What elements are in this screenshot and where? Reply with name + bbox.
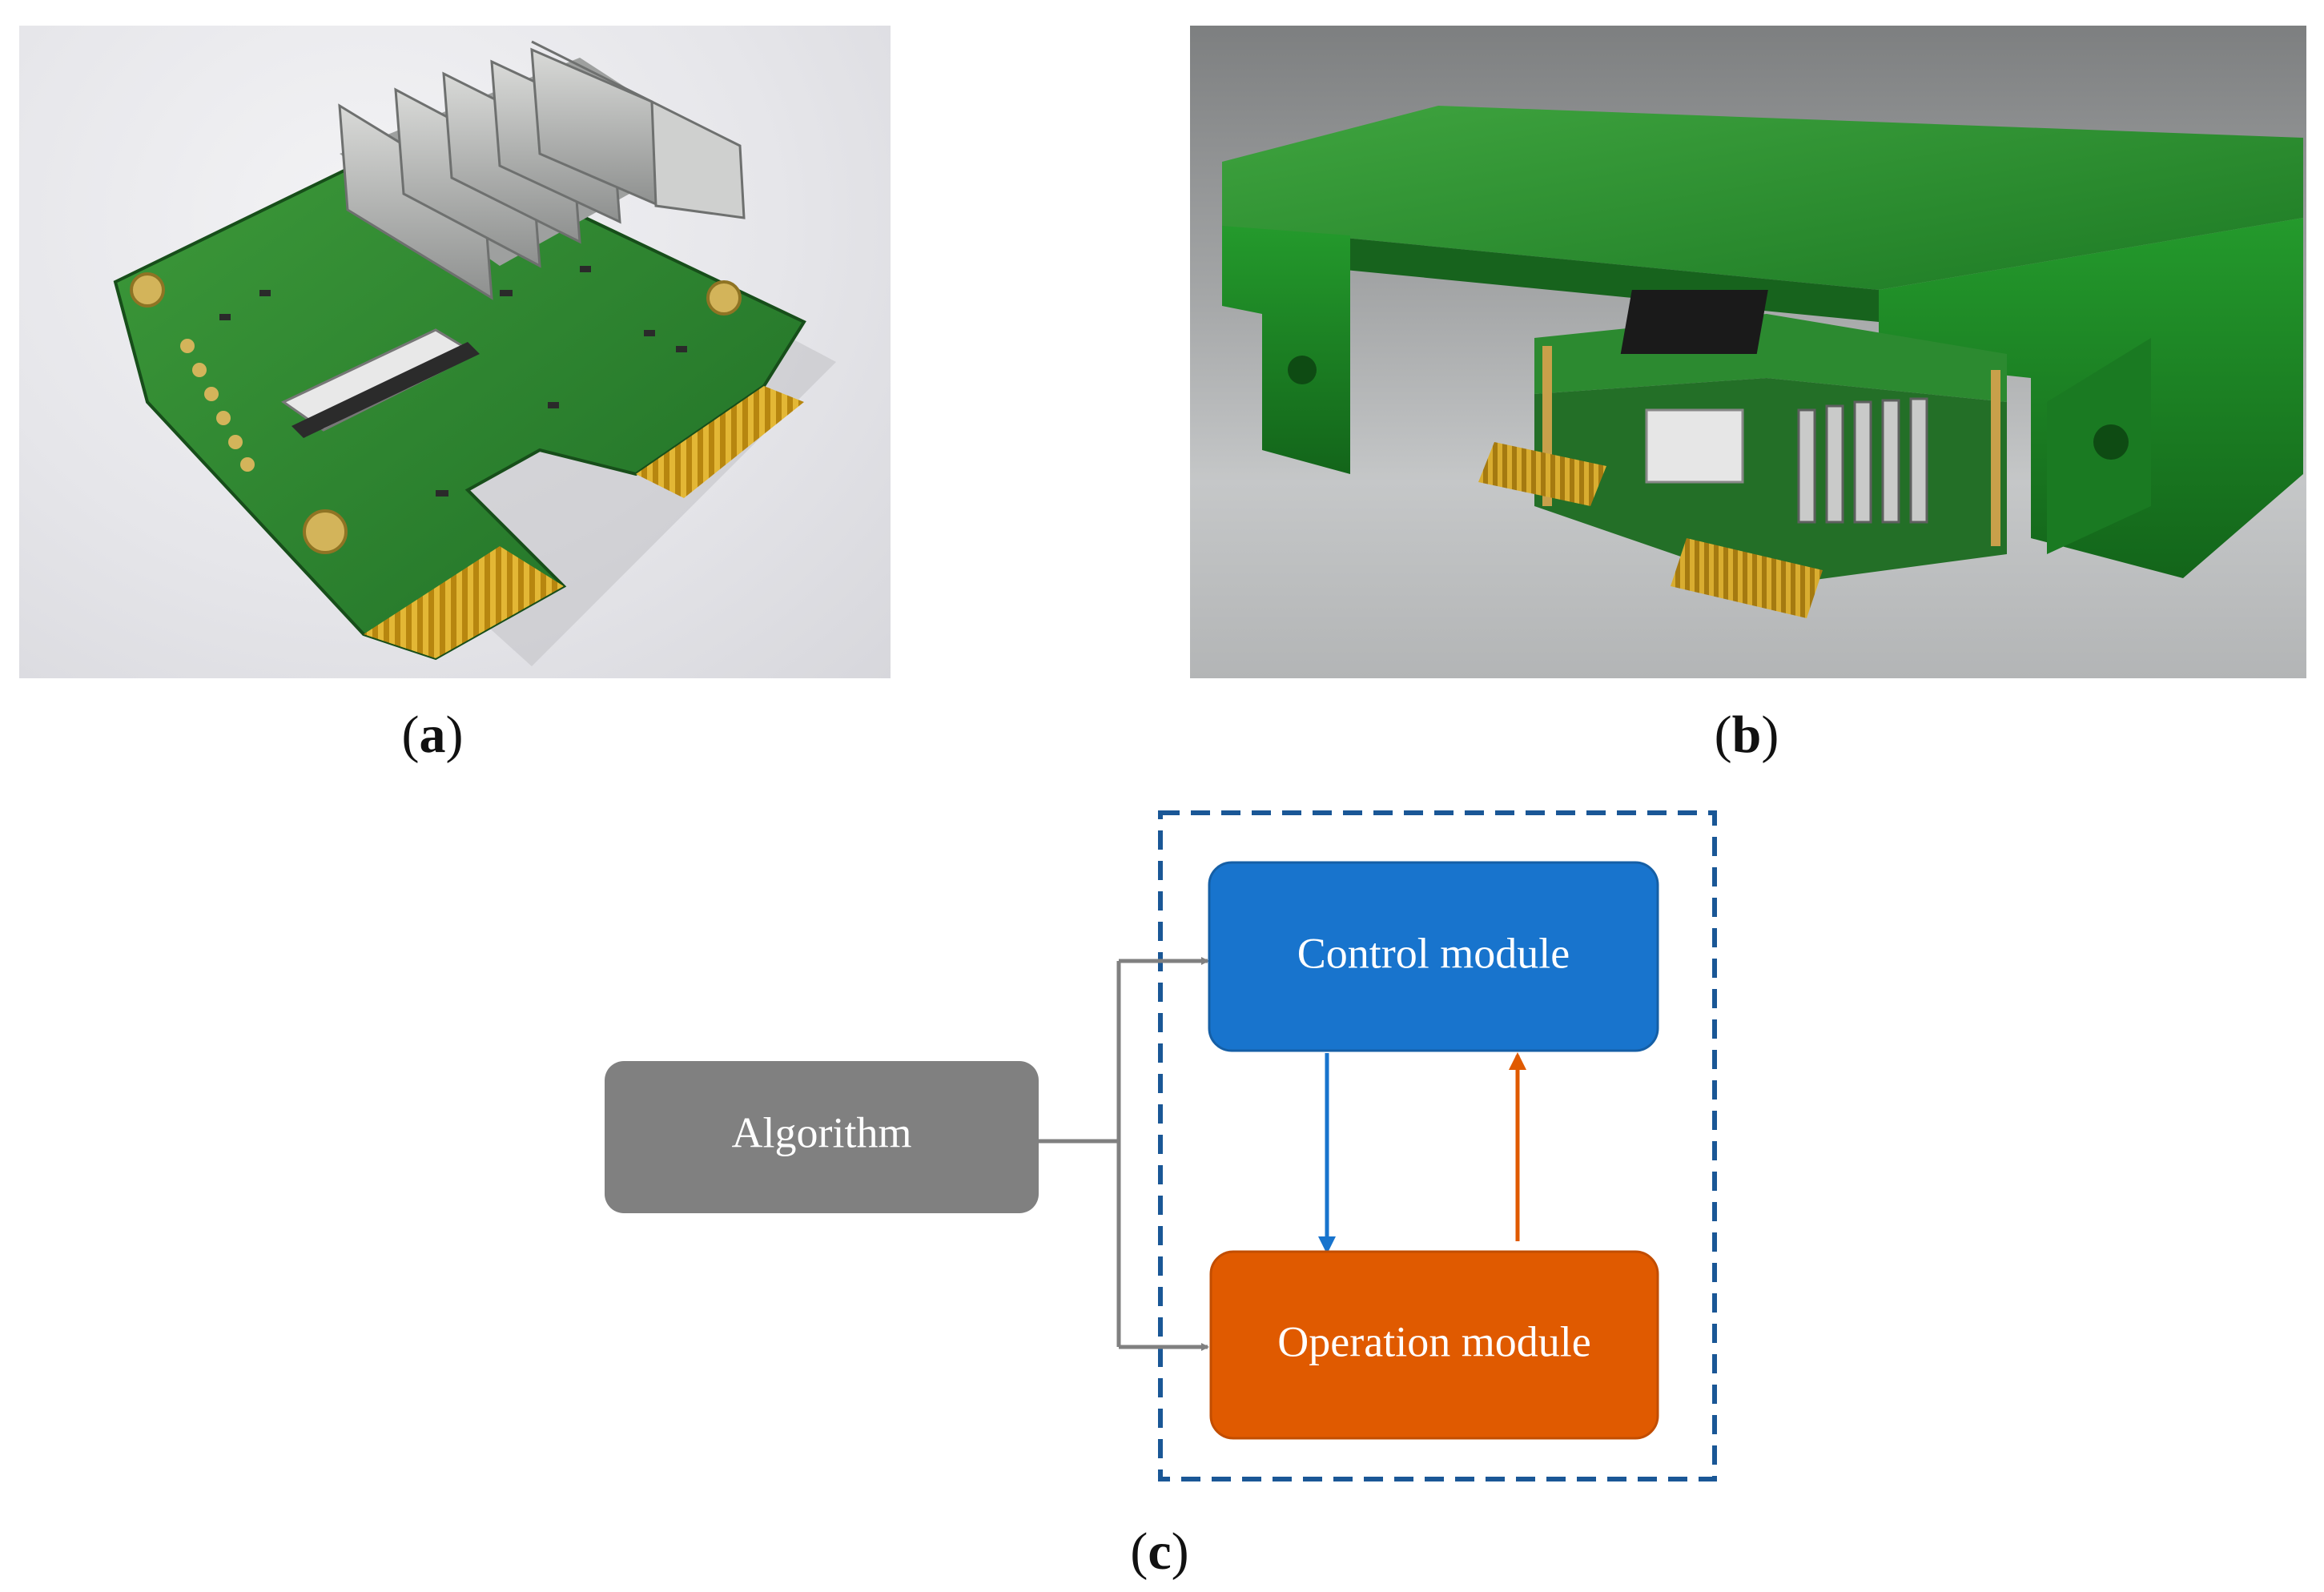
node-control-module-label: Control module	[1297, 929, 1570, 977]
panel-label-c: (c)	[1130, 1522, 1189, 1581]
panel-label-b: (b)	[1714, 706, 1779, 764]
node-operation-module: Operation module	[1209, 1250, 1659, 1440]
panel-label-a: (a)	[401, 706, 464, 764]
node-control-module: Control module	[1208, 861, 1659, 1052]
photo-green-enclosure	[1190, 26, 2306, 678]
edge-algorithm-fork	[1039, 957, 1209, 1351]
node-algorithm-label: Algorithm	[732, 1108, 912, 1156]
panel-label-c-letter: c	[1148, 1522, 1172, 1581]
panel-label-b-letter: b	[1731, 706, 1762, 764]
node-algorithm: Algorithm	[605, 1061, 1039, 1213]
node-operation-module-label: Operation module	[1277, 1317, 1590, 1365]
photo-pcb-card	[19, 26, 891, 678]
panel-label-a-letter: a	[419, 706, 446, 764]
